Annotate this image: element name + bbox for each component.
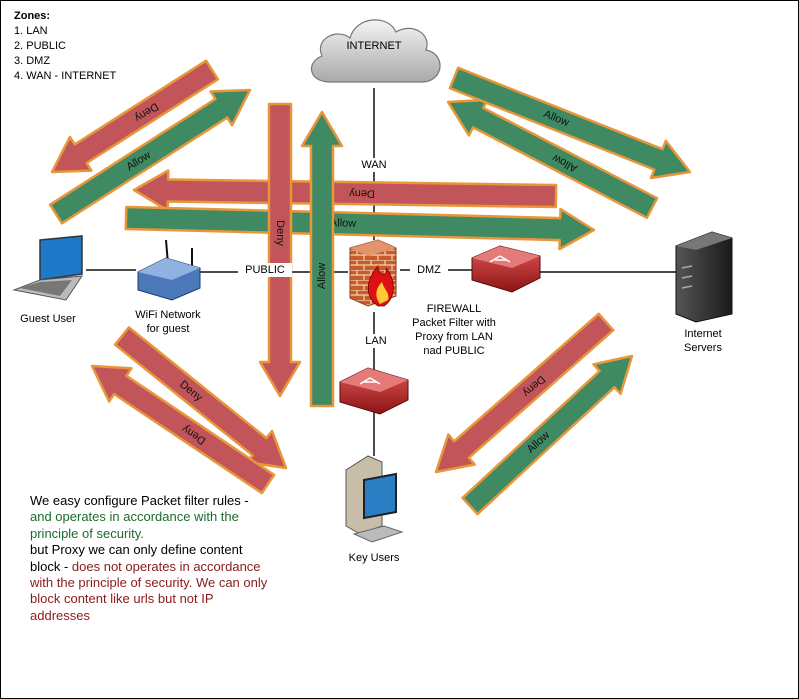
- wan-label: WAN: [356, 158, 392, 172]
- arrow-allow-upper-right: Allow: [446, 98, 659, 220]
- wifi-router-icon: [137, 239, 201, 301]
- arrow-allow-lan-wan-upper-left-shape: [48, 88, 252, 225]
- public-label: PUBLIC: [238, 263, 292, 277]
- arrow-allow-horizontal-label: Allow: [330, 217, 357, 230]
- arrow-deny-lower-left-2-shape: [90, 364, 276, 495]
- arrow-deny-lower-left-shape: [113, 326, 288, 470]
- internet-label: INTERNET: [346, 40, 402, 52]
- guest-user-label: Guest User: [20, 313, 76, 325]
- note-packet-filter-security: and operates in accordance with the prin…: [30, 509, 239, 541]
- key-users-label: Key Users: [348, 552, 400, 564]
- zone-item: 4. WAN - INTERNET: [14, 70, 117, 82]
- note-proxy-security: does not operates in accordance with the…: [30, 558, 268, 623]
- arrow-deny-horizontal: Deny: [132, 169, 558, 212]
- arrow-deny-lower-right-shape: [434, 312, 615, 474]
- firewall-icon: [349, 239, 397, 307]
- zone-item: 2. PUBLIC: [14, 40, 66, 52]
- internet-servers-label: Internet Servers: [684, 328, 722, 354]
- explanation-note: We easy configure Packet filter rules - …: [30, 493, 270, 624]
- arrow-deny-vertical-label: Deny: [274, 220, 286, 246]
- arrow-allow-upper-right-shape: [446, 98, 659, 220]
- arrow-deny-vertical-shape: [258, 102, 302, 398]
- laptop-icon: [12, 235, 83, 301]
- workstation-icon: [345, 455, 404, 543]
- zones-legend: Zones: 1. LAN 2. PUBLIC 3. DMZ 4. WAN - …: [14, 9, 116, 84]
- wifi-label: WiFi Network for guest: [135, 309, 201, 335]
- traffic-arrows: DenyAllowDenyAllowDenyAllowAllowAllowDen…: [48, 59, 692, 516]
- arrow-deny-lan-wan-upper-left: Deny: [50, 59, 220, 174]
- zone-item: 3. DMZ: [14, 55, 51, 67]
- internet-server-icon: [675, 231, 733, 323]
- arrow-allow-lower-right: Allow: [461, 354, 634, 516]
- arrow-deny-vertical: Deny: [258, 102, 302, 398]
- arrow-deny-lower-left-2: Deny: [90, 364, 276, 495]
- arrow-allow-upper-right-2-shape: [448, 66, 692, 180]
- firewall-label: FIREWALL Packet Filter with Proxy from L…: [412, 303, 496, 357]
- lan-label: LAN: [358, 334, 394, 348]
- arrow-deny-lan-wan-upper-left-shape: [50, 59, 220, 174]
- zone-item: 1. LAN: [14, 25, 48, 37]
- dmz-label: DMZ: [410, 263, 448, 277]
- arrow-deny-horizontal-label: Deny: [349, 187, 375, 199]
- note-packet-filter: We easy configure Packet filter rules -: [30, 493, 249, 508]
- arrow-deny-horizontal-shape: [132, 169, 558, 212]
- dmz-router-icon: [471, 245, 541, 293]
- arrow-allow-vertical: Allow: [300, 110, 344, 408]
- arrow-allow-lower-right-shape: [461, 354, 634, 516]
- arrow-allow-vertical-label: Allow: [316, 263, 328, 289]
- lan-router-icon: [339, 367, 409, 415]
- arrow-allow-horizontal: Allow: [124, 205, 596, 251]
- internet-cloud-icon: [311, 19, 441, 83]
- arrow-allow-horizontal-shape: [124, 205, 596, 251]
- arrow-allow-upper-right-2: Allow: [448, 66, 692, 180]
- arrow-allow-vertical-shape: [300, 110, 344, 408]
- arrow-allow-lan-wan-upper-left: Allow: [48, 88, 252, 225]
- zones-title: Zones:: [14, 10, 51, 22]
- note-proxy: but Proxy we can only define content blo…: [30, 542, 243, 574]
